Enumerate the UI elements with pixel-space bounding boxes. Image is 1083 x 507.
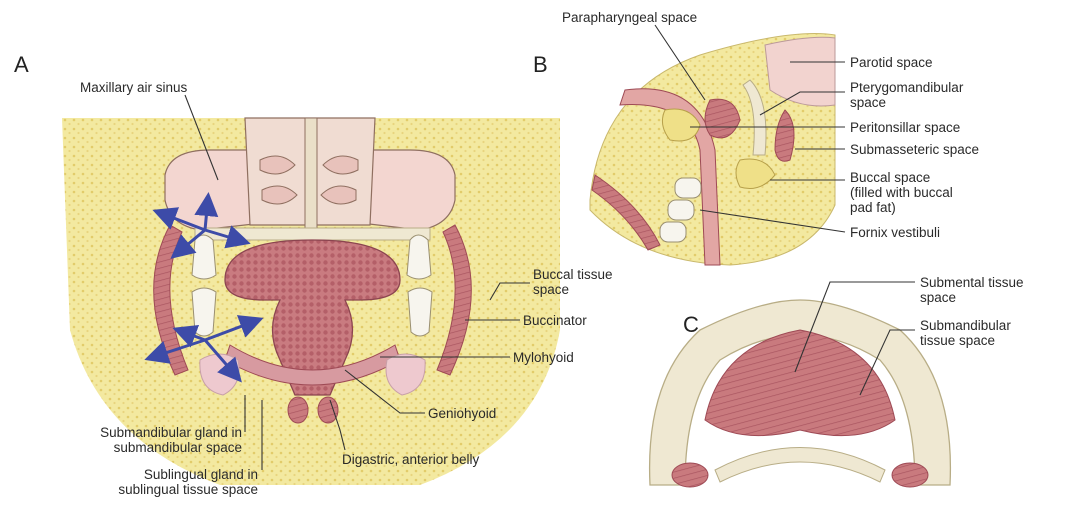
label-pterygomandibular-line2: space — [850, 95, 963, 110]
label-geniohyoid: Geniohyoid — [428, 406, 496, 421]
label-maxillary-air-sinus: Maxillary air sinus — [80, 80, 187, 95]
label-buccal-space-line2: (filled with buccal — [850, 185, 953, 200]
label-pterygomandibular-line1: Pterygomandibular — [850, 80, 963, 95]
digastric-right — [318, 397, 338, 423]
label-submandibular-line2: tissue space — [920, 333, 1011, 348]
label-mylohyoid: Mylohyoid — [513, 350, 574, 365]
label-sublingual-gland-line1: Sublingual gland in — [12, 467, 258, 482]
label-pterygomandibular-space: Pterygomandibular space — [850, 80, 963, 110]
label-buccal-tissue-space-line1: Buccal tissue — [533, 267, 613, 282]
label-buccal-space: Buccal space (filled with buccal pad fat… — [850, 170, 953, 215]
label-sublingual-gland-line2: sublingual tissue space — [12, 482, 258, 497]
label-parotid-space: Parotid space — [850, 55, 933, 70]
nasal-septum — [305, 118, 317, 228]
label-buccal-tissue-space-line2: space — [533, 282, 613, 297]
label-submental-line2: space — [920, 290, 1024, 305]
label-submasseteric-space: Submasseteric space — [850, 142, 979, 157]
label-buccinator: Buccinator — [523, 313, 587, 328]
label-submental-tissue-space: Submental tissue space — [920, 275, 1024, 305]
panel-label-a: A — [14, 52, 29, 78]
label-sublingual-gland: Sublingual gland in sublingual tissue sp… — [12, 467, 258, 497]
label-submandibular-gland: Submandibular gland in submandibular spa… — [12, 425, 242, 455]
label-buccal-tissue-space: Buccal tissue space — [533, 267, 613, 297]
label-fornix-vestibuli: Fornix vestibuli — [850, 225, 940, 240]
digastric-c-left — [672, 463, 708, 487]
panel-label-c: C — [683, 312, 699, 338]
panel-b-illustration — [590, 25, 845, 265]
label-peritonsillar-space: Peritonsillar space — [850, 120, 960, 135]
hyoid-c — [715, 448, 885, 483]
label-digastric-anterior-belly: Digastric, anterior belly — [342, 452, 479, 467]
digastric-left — [288, 397, 308, 423]
label-submandibular-gland-line2: submandibular space — [12, 440, 242, 455]
label-parapharyngeal-space: Parapharyngeal space — [562, 10, 697, 25]
label-submental-line1: Submental tissue — [920, 275, 1024, 290]
label-submandibular-tissue-space: Submandibular tissue space — [920, 318, 1011, 348]
label-submandibular-gland-line1: Submandibular gland in — [12, 425, 242, 440]
digastric-c-right — [892, 463, 928, 487]
label-submandibular-line1: Submandibular — [920, 318, 1011, 333]
panel-label-b: B — [533, 52, 548, 78]
label-buccal-space-line1: Buccal space — [850, 170, 953, 185]
label-buccal-space-line3: pad fat) — [850, 200, 953, 215]
